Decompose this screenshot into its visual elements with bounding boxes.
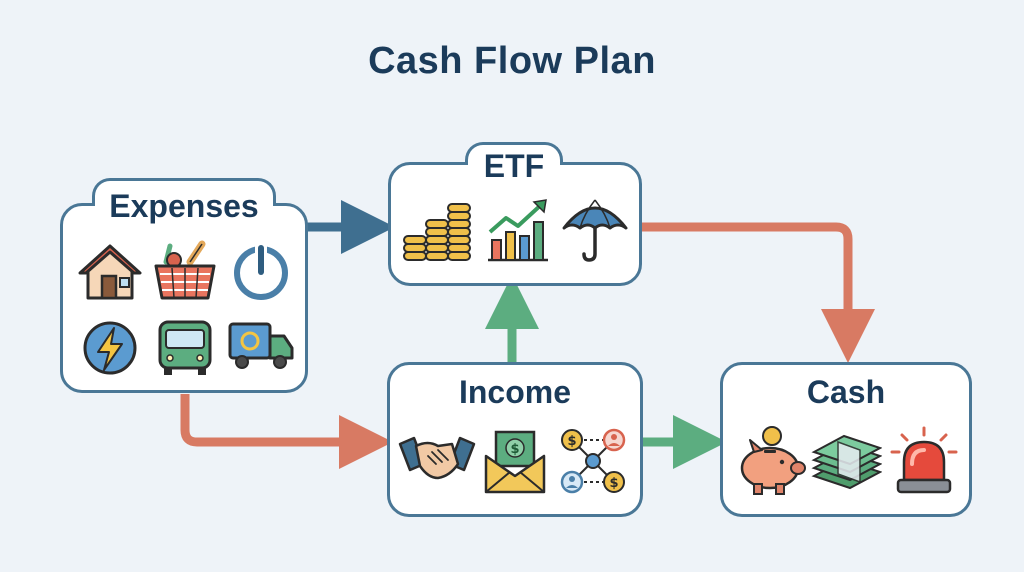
delivery-truck-icon <box>228 322 294 369</box>
banknote-stack-icon <box>811 434 882 490</box>
dollar-network-icon: $ $ <box>560 428 626 494</box>
growth-chart-icon <box>488 199 548 262</box>
umbrella-icon <box>562 199 628 262</box>
svg-text:$: $ <box>510 442 519 457</box>
emergency-siren-icon <box>890 426 958 494</box>
income-label: Income <box>458 374 572 410</box>
svg-text:$: $ <box>567 434 576 449</box>
lightning-bolt-icon <box>83 321 137 375</box>
arrow-etf-to-cash <box>642 222 875 363</box>
house-icon <box>78 244 142 300</box>
etf-label: ETF <box>483 148 545 184</box>
page-title: Cash Flow Plan <box>368 40 656 82</box>
handshake-icon <box>398 436 476 480</box>
coin-stacks-icon <box>403 203 471 261</box>
bus-icon <box>158 320 212 375</box>
piggy-bank-icon <box>740 426 806 495</box>
power-button-icon <box>234 244 288 300</box>
expenses-label: Expenses <box>109 188 259 224</box>
grocery-basket-icon <box>154 240 216 300</box>
arrow-expenses-to-income <box>180 394 393 469</box>
money-envelope-icon: $ <box>484 430 546 494</box>
cash-label: Cash <box>806 374 886 410</box>
svg-text:$: $ <box>609 476 618 491</box>
